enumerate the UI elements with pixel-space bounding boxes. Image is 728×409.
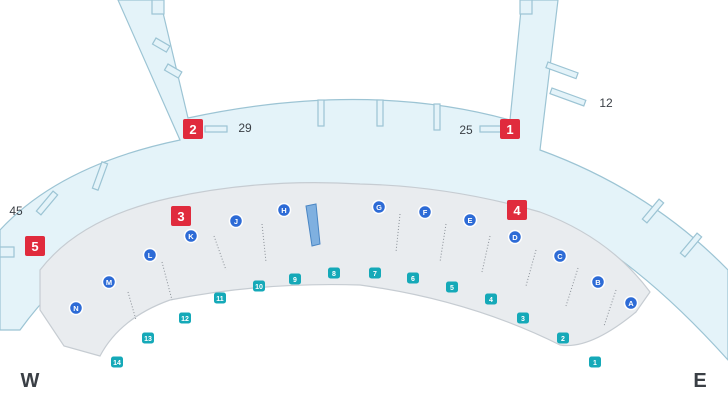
area-marker-5[interactable]: 5 (25, 236, 45, 256)
pier-label: 13 (144, 336, 152, 343)
pier-8[interactable]: 8 (328, 267, 340, 279)
area-marker-4[interactable]: 4 (507, 200, 527, 220)
interior-lines (127, 213, 617, 327)
jetways (0, 0, 703, 258)
gate-m[interactable]: M (101, 274, 117, 290)
gate-label: G (376, 203, 382, 212)
gate-e[interactable]: E (462, 212, 478, 228)
pier-6[interactable]: 6 (407, 272, 419, 284)
gate-l[interactable]: L (142, 247, 158, 263)
pier-label: 1 (593, 360, 597, 367)
gate-k[interactable]: K (183, 228, 199, 244)
pier-2[interactable]: 2 (557, 332, 569, 344)
area-marker-label: 5 (31, 239, 38, 254)
gate-a[interactable]: A (623, 295, 639, 311)
gate-label: K (188, 232, 194, 241)
gate-range-label: 25 (459, 123, 473, 137)
gate-label: J (234, 217, 238, 226)
pier-label: 8 (332, 271, 336, 278)
gate-label: M (106, 278, 112, 287)
pier-9[interactable]: 9 (289, 273, 301, 285)
pier-10[interactable]: 10 (253, 280, 265, 292)
area-marker-3[interactable]: 3 (171, 206, 191, 226)
terminal-building (39, 182, 651, 357)
pier-label: 12 (181, 316, 189, 323)
gate-h[interactable]: H (276, 202, 292, 218)
compass-east: E (693, 370, 706, 392)
pier-label: 5 (450, 285, 454, 292)
area-marker-label: 1 (506, 122, 513, 137)
gate-label: C (557, 252, 563, 261)
area-marker-label: 2 (189, 122, 196, 137)
pier-7[interactable]: 7 (369, 267, 381, 279)
gate-g[interactable]: G (371, 199, 387, 215)
pier-5[interactable]: 5 (446, 281, 458, 293)
pier-13[interactable]: 13 (142, 332, 154, 344)
gate-markers: A B C D E F G H J K L M N (68, 199, 639, 316)
gate-label: B (595, 278, 601, 287)
area-marker-label: 4 (513, 203, 521, 218)
pier-label: 11 (216, 296, 224, 303)
area-markers: 1 2 3 4 5 (25, 119, 527, 256)
gate-label: E (467, 216, 472, 225)
pier-label: 4 (489, 297, 493, 304)
compass-west: W (21, 370, 40, 392)
gate-j[interactable]: J (228, 213, 244, 229)
gate-d[interactable]: D (507, 229, 523, 245)
gate-label: F (423, 208, 428, 217)
pier-label: 7 (373, 271, 377, 278)
gate-range-label: 45 (9, 204, 23, 218)
pier-11[interactable]: 11 (214, 292, 226, 304)
gate-n[interactable]: N (68, 300, 84, 316)
gate-label: D (512, 233, 518, 242)
pier-label: 14 (113, 360, 121, 367)
pier-4[interactable]: 4 (485, 293, 497, 305)
area-marker-2[interactable]: 2 (183, 119, 203, 139)
gate-label: N (73, 304, 78, 313)
pier-label: 10 (255, 284, 263, 291)
pier-3[interactable]: 3 (517, 312, 529, 324)
gate-range-label: 12 (599, 96, 613, 110)
pier-label: 6 (411, 276, 415, 283)
gate-label: L (148, 251, 153, 260)
gate-b[interactable]: B (590, 274, 606, 290)
pier-12[interactable]: 12 (179, 312, 191, 324)
gate-label: H (281, 206, 286, 215)
gate-label: A (628, 299, 634, 308)
highlighted-gate-area (305, 203, 321, 247)
pier-label: 3 (521, 316, 525, 323)
gate-f[interactable]: F (417, 204, 433, 220)
area-marker-1[interactable]: 1 (500, 119, 520, 139)
pier-label: 2 (561, 336, 565, 343)
pier-1[interactable]: 1 (589, 356, 601, 368)
pier-14[interactable]: 14 (111, 356, 123, 368)
pier-label: 9 (293, 277, 297, 284)
gate-c[interactable]: C (552, 248, 568, 264)
gate-range-label: 29 (238, 121, 252, 135)
area-marker-label: 3 (177, 209, 184, 224)
